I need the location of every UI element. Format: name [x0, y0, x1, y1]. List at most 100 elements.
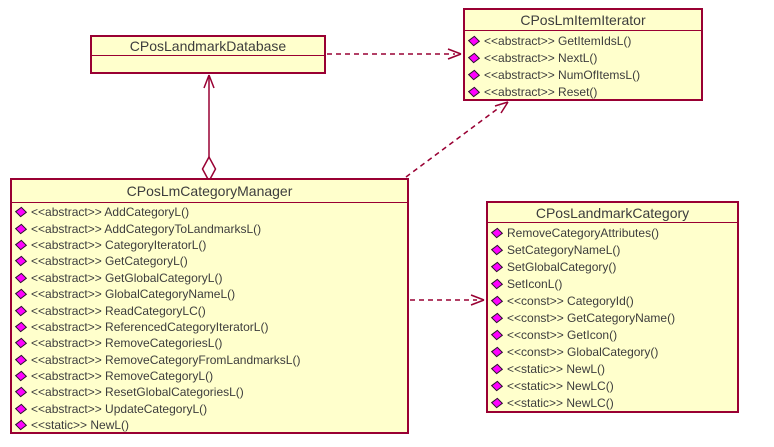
method-item: <<const>> GlobalCategory() [491, 344, 737, 361]
class-method-list: RemoveCategoryAttributes() SetCategoryNam… [488, 223, 737, 411]
method-item: <<abstract>> Reset() [468, 83, 701, 99]
operation-diamond-icon [491, 346, 504, 358]
dependency-manager-to-iterator [405, 101, 509, 178]
dependency-manager-to-category [410, 294, 485, 306]
method-label: <<abstract>> GetGlobalCategoryL() [31, 270, 223, 285]
operation-diamond-icon [491, 381, 504, 392]
class-title: CPosLandmarkCategory [488, 203, 737, 223]
method-item: <<static>> NewL() [491, 361, 737, 378]
method-item: <<const>> GetCategoryName() [491, 309, 737, 326]
operation-diamond-icon [491, 295, 504, 307]
method-item: <<const>> GetIcon() [491, 327, 737, 344]
operation-diamond-icon [491, 278, 504, 290]
operation-diamond-icon [15, 354, 28, 365]
operation-diamond-icon [15, 403, 28, 415]
operation-diamond-icon [15, 387, 28, 398]
class-box-database[interactable]: CPosLandmarkDatabase [90, 35, 326, 74]
method-item: <<abstract>> CategoryIteratorL() [15, 237, 407, 253]
operation-diamond-icon [15, 239, 28, 251]
method-item: <<abstract>> RemoveCategoryFromLandmarks… [15, 352, 407, 368]
method-item: SetCategoryNameL() [491, 241, 737, 258]
method-label: <<abstract>> NextL() [484, 50, 598, 65]
operation-diamond-icon [15, 288, 28, 300]
method-label: SetCategoryNameL() [507, 242, 621, 257]
method-item: <<abstract>> ReferencedCategoryIteratorL… [15, 319, 407, 335]
method-label: <<abstract>> GetCategoryL() [31, 254, 188, 269]
class-title: CPosLmItemIterator [465, 10, 701, 31]
dependency-database-to-iterator [327, 48, 462, 60]
method-item: <<abstract>> AddCategoryToLandmarksL() [15, 220, 407, 236]
method-item: <<static>> NewLC() [491, 378, 737, 395]
class-method-list: <<abstract>> AddCategoryL()<<abstract>> … [12, 203, 407, 432]
operation-diamond-icon [491, 312, 504, 324]
method-label: <<static>> NewL() [507, 362, 606, 377]
class-title: CPosLandmarkDatabase [92, 37, 324, 56]
method-item: <<abstract>> GlobalCategoryNameL() [15, 286, 407, 302]
method-item: <<abstract>> GetGlobalCategoryL() [15, 270, 407, 286]
method-label: <<abstract>> RemoveCategoryFromLandmarks… [31, 352, 301, 367]
class-box-category-manager[interactable]: CPosLmCategoryManager <<abstract>> AddCa… [10, 178, 409, 434]
method-item: <<abstract>> UpdateCategoryL() [15, 401, 407, 417]
method-label: SetGlobalCategory() [507, 259, 617, 274]
operation-diamond-icon [491, 244, 504, 255]
method-item: <<static>> NewLC() [491, 395, 737, 411]
method-item: <<abstract>> RemoveCategoriesL() [15, 335, 407, 351]
method-label: <<abstract>> CategoryIteratorL() [31, 237, 207, 252]
method-label: <<static>> NewL() [31, 418, 130, 432]
operation-diamond-icon [15, 321, 28, 333]
method-label: <<abstract>> AddCategoryToLandmarksL() [31, 221, 262, 236]
operation-diamond-icon [468, 52, 481, 63]
method-item: <<abstract>> GetItemIdsL() [468, 32, 701, 49]
method-label: <<const>> GetCategoryName() [507, 311, 676, 326]
operation-diamond-icon [15, 206, 28, 218]
method-label: <<abstract>> AddCategoryL() [31, 205, 190, 220]
method-label: <<abstract>> ReadCategoryLC() [31, 303, 206, 318]
operation-diamond-icon [468, 86, 481, 97]
method-label: <<static>> NewLC() [507, 396, 614, 411]
method-item: <<abstract>> NumOfItemsL() [468, 66, 701, 83]
operation-diamond-icon [15, 370, 28, 382]
operation-diamond-icon [491, 398, 504, 409]
method-item: SetIconL() [491, 275, 737, 292]
operation-diamond-icon [15, 223, 28, 234]
method-label: <<static>> NewLC() [507, 379, 614, 394]
operation-diamond-icon [15, 272, 28, 284]
class-title: CPosLmCategoryManager [12, 180, 407, 203]
method-label: <<abstract>> RemoveCategoryL() [31, 369, 214, 384]
method-label: <<abstract>> NumOfItemsL() [484, 67, 641, 82]
method-label: <<const>> GetIcon() [507, 328, 618, 343]
method-item: <<const>> CategoryId() [491, 292, 737, 309]
method-item: <<abstract>> AddCategoryL() [15, 204, 407, 220]
operation-diamond-icon [15, 256, 28, 267]
class-box-item-iterator[interactable]: CPosLmItemIterator <<abstract>> GetItemI… [463, 8, 703, 101]
method-item: <<static>> NewL() [15, 417, 407, 432]
method-item: <<abstract>> ResetGlobalCategoriesL() [15, 384, 407, 400]
method-label: <<abstract>> GetItemIdsL() [484, 33, 632, 48]
method-item: <<abstract>> ReadCategoryLC() [15, 302, 407, 318]
operation-diamond-icon [468, 35, 481, 46]
method-item: RemoveCategoryAttributes() [491, 224, 737, 241]
operation-diamond-icon [491, 261, 504, 272]
operation-diamond-icon [491, 227, 504, 238]
operation-diamond-icon [15, 420, 28, 431]
method-item: <<abstract>> RemoveCategoryL() [15, 368, 407, 384]
class-method-list: <<abstract>> GetItemIdsL() <<abstract>> N… [465, 31, 701, 99]
class-members-empty [92, 56, 324, 72]
method-label: <<abstract>> GlobalCategoryNameL() [31, 287, 236, 302]
operation-diamond-icon [468, 69, 481, 80]
operation-diamond-icon [15, 305, 28, 316]
method-label: RemoveCategoryAttributes() [507, 225, 660, 240]
method-label: SetIconL() [507, 276, 563, 291]
method-label: <<abstract>> ResetGlobalCategoriesL() [31, 385, 244, 400]
aggregation-manager-to-database [201, 74, 217, 183]
operation-diamond-icon [491, 329, 504, 341]
operation-diamond-icon [15, 338, 28, 349]
method-item: <<abstract>> GetCategoryL() [15, 253, 407, 269]
method-label: <<abstract>> RemoveCategoriesL() [31, 336, 223, 351]
method-label: <<const>> GlobalCategory() [507, 345, 659, 360]
method-item: <<abstract>> NextL() [468, 49, 701, 66]
method-label: <<abstract>> Reset() [484, 84, 598, 99]
class-box-landmark-category[interactable]: CPosLandmarkCategory RemoveCategoryAttri… [486, 201, 739, 413]
